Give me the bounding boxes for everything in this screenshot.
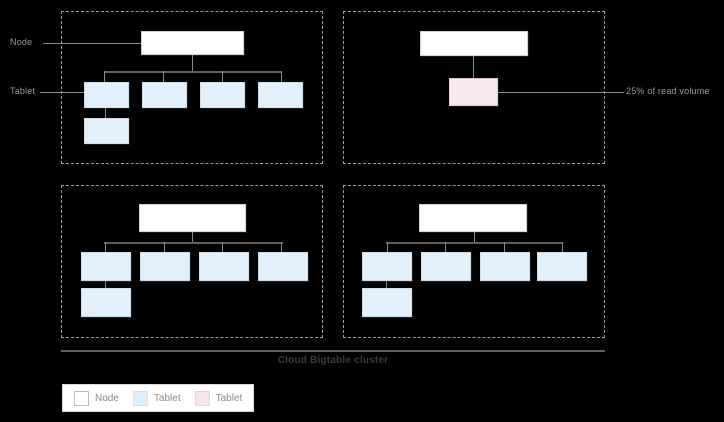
connector-drop xyxy=(104,71,105,82)
tablet-box xyxy=(140,252,190,281)
node-box xyxy=(419,204,527,232)
connector-drop xyxy=(281,71,282,82)
legend-item-hot-tablet: Tablet xyxy=(194,390,243,406)
connector-drop xyxy=(387,242,388,253)
tablet-box xyxy=(81,252,131,281)
connector-drop xyxy=(164,242,165,253)
connector-node-trunk xyxy=(474,232,475,243)
tablet-label-leader-line xyxy=(40,92,86,93)
connector-bus xyxy=(104,71,282,73)
tablet-box xyxy=(200,82,245,108)
connector-node-trunk xyxy=(192,232,193,243)
legend-item-node: Node xyxy=(74,390,119,406)
connector-bus xyxy=(386,242,563,244)
connector-drop xyxy=(105,242,106,253)
legend: Node Tablet Tablet xyxy=(62,384,255,412)
legend-label-hot-tablet: Tablet xyxy=(215,392,243,404)
connector-drop xyxy=(105,281,106,289)
tablet-box xyxy=(84,82,129,108)
read-volume-leader-line xyxy=(497,92,624,93)
node-label: Node xyxy=(10,37,33,47)
tablet-box xyxy=(142,82,187,108)
cluster-caption: Cloud Bigtable cluster xyxy=(277,355,389,366)
connector-bus xyxy=(104,242,283,244)
tablet-box xyxy=(362,252,412,281)
node-box xyxy=(139,204,246,232)
tablet-box xyxy=(258,252,308,281)
node-box xyxy=(141,31,244,55)
tablet-box xyxy=(81,288,131,317)
tablet-box xyxy=(362,288,412,317)
node-label-leader-line xyxy=(43,43,151,44)
hot-tablet-swatch-icon xyxy=(194,390,210,406)
connector-drop xyxy=(105,108,106,118)
connector-drop xyxy=(281,242,282,253)
hot-tablet-box xyxy=(449,78,498,106)
tablet-box xyxy=(537,252,587,281)
connector-drop xyxy=(504,242,505,253)
tablet-box xyxy=(199,252,249,281)
tablet-box xyxy=(84,118,129,144)
legend-label-tablet: Tablet xyxy=(153,392,181,404)
cluster-node-group-top-left xyxy=(61,11,323,164)
tablet-box xyxy=(258,82,303,108)
tablet-box xyxy=(421,252,471,281)
connector-drop xyxy=(163,71,164,82)
tablet-label: Tablet xyxy=(10,86,36,96)
connector-drop xyxy=(562,242,563,253)
node-swatch-icon xyxy=(74,390,89,406)
connector-drop xyxy=(445,242,446,253)
connector-drop xyxy=(222,71,223,82)
connector-drop xyxy=(386,281,387,289)
node-box xyxy=(420,31,528,56)
tablet-swatch-icon xyxy=(132,390,148,406)
connector-drop xyxy=(222,242,223,253)
legend-item-tablet: Tablet xyxy=(132,390,181,406)
read-volume-label: 25% of read volume xyxy=(626,86,710,96)
cluster-node-group-bottom-left xyxy=(61,185,323,338)
cluster-node-group-bottom-right xyxy=(343,185,605,338)
connector-node-trunk xyxy=(473,56,474,78)
legend-label-node: Node xyxy=(95,392,119,404)
cluster-node-group-top-right xyxy=(343,11,605,164)
connector-node-trunk xyxy=(192,55,193,72)
tablet-box xyxy=(480,252,530,281)
cluster-divider xyxy=(61,350,605,352)
